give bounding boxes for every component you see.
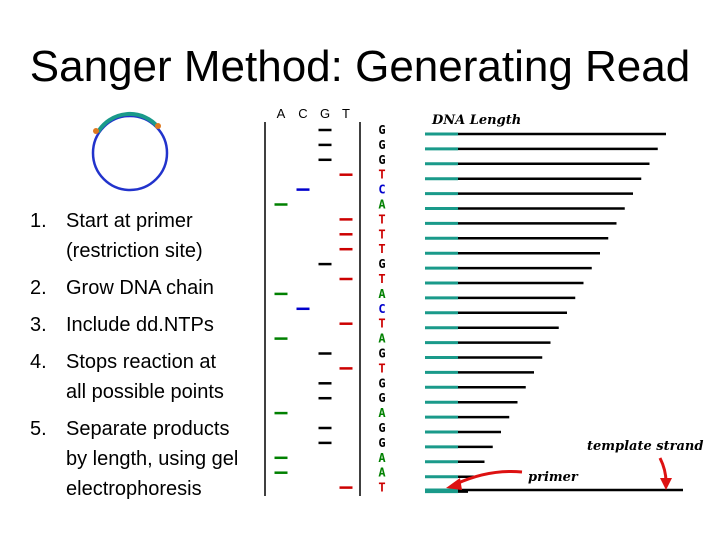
- sequence-base: G: [378, 347, 385, 361]
- restriction-site-left: [93, 128, 99, 134]
- template-arrow-head: [660, 478, 672, 490]
- sequence-base: A: [378, 466, 386, 480]
- step-text: by length, using gel: [66, 448, 239, 470]
- step-number: 5.: [30, 418, 47, 440]
- sequence-base: A: [378, 332, 386, 346]
- step-list: 1. Start at primer (restriction site) 2. Gro…: [30, 206, 275, 511]
- step-text: Include dd.NTPs: [66, 314, 214, 336]
- step-number: 2.: [30, 277, 47, 299]
- template-strand-label: template strand: [587, 439, 703, 454]
- sequence-base: A: [378, 406, 386, 420]
- sequence-base: G: [378, 257, 385, 271]
- step-text: Separate products: [66, 418, 230, 440]
- sequence-base: T: [378, 242, 385, 256]
- sequence-base: A: [378, 451, 386, 465]
- sequence-base: T: [378, 212, 385, 226]
- step-text: (restriction site): [66, 240, 203, 262]
- step-text: Stops reaction at: [66, 351, 217, 373]
- sequence-base: T: [378, 481, 385, 495]
- sequence-base: T: [378, 168, 385, 182]
- primer-arc: [96, 111, 160, 134]
- sequence-base: T: [378, 361, 385, 375]
- primer-arrow-head: [446, 478, 462, 490]
- sequence-base: T: [378, 272, 385, 286]
- sequence-base: T: [378, 317, 385, 331]
- lane-label: G: [320, 106, 330, 121]
- sequence-base: T: [378, 227, 385, 241]
- slide-title: Sanger Method: Generating Read: [29, 42, 691, 91]
- primer-arrow-shaft: [455, 470, 523, 486]
- sequence-base: C: [378, 302, 385, 316]
- sequence-base: G: [378, 376, 385, 390]
- sequence-base: G: [378, 153, 385, 167]
- sequence-base: G: [378, 436, 385, 450]
- lane-label: C: [298, 106, 307, 121]
- primer-arrow: [446, 470, 523, 490]
- plasmid-circle: [91, 114, 169, 192]
- sequence-base: A: [378, 198, 386, 212]
- sequence-base: C: [378, 183, 385, 197]
- lane-label: T: [342, 106, 350, 121]
- step-text: Start at primer: [66, 210, 193, 232]
- step-item: 3. Include dd.NTPs: [30, 310, 275, 340]
- restriction-site-right: [155, 123, 161, 129]
- plasmid-diagram: [91, 111, 169, 192]
- step-item: 1. Start at primer (restriction site): [30, 206, 275, 266]
- dna-length-label: DNA Length: [431, 113, 521, 128]
- sequence-base: G: [378, 123, 385, 137]
- sequence-base: A: [378, 287, 386, 301]
- dna-fragments: [425, 132, 666, 494]
- step-item: 2. Grow DNA chain: [30, 273, 275, 303]
- step-text: electrophoresis: [66, 478, 202, 500]
- gel-bands: [274, 128, 353, 489]
- sequence-base: G: [378, 138, 385, 152]
- lane-label: A: [277, 106, 286, 121]
- step-item: 5. Separate products by length, using gel e…: [30, 414, 275, 504]
- sequence-base: G: [378, 421, 385, 435]
- step-text: all possible points: [66, 381, 224, 403]
- primer-label: primer: [528, 470, 579, 485]
- sequence-base: G: [378, 391, 385, 405]
- step-item: 4. Stops reaction at all possible points: [30, 347, 275, 407]
- step-text: Grow DNA chain: [66, 277, 214, 299]
- step-number: 1.: [30, 210, 47, 232]
- step-number: 3.: [30, 314, 47, 336]
- step-number: 4.: [30, 351, 47, 373]
- template-arrow: [658, 457, 672, 490]
